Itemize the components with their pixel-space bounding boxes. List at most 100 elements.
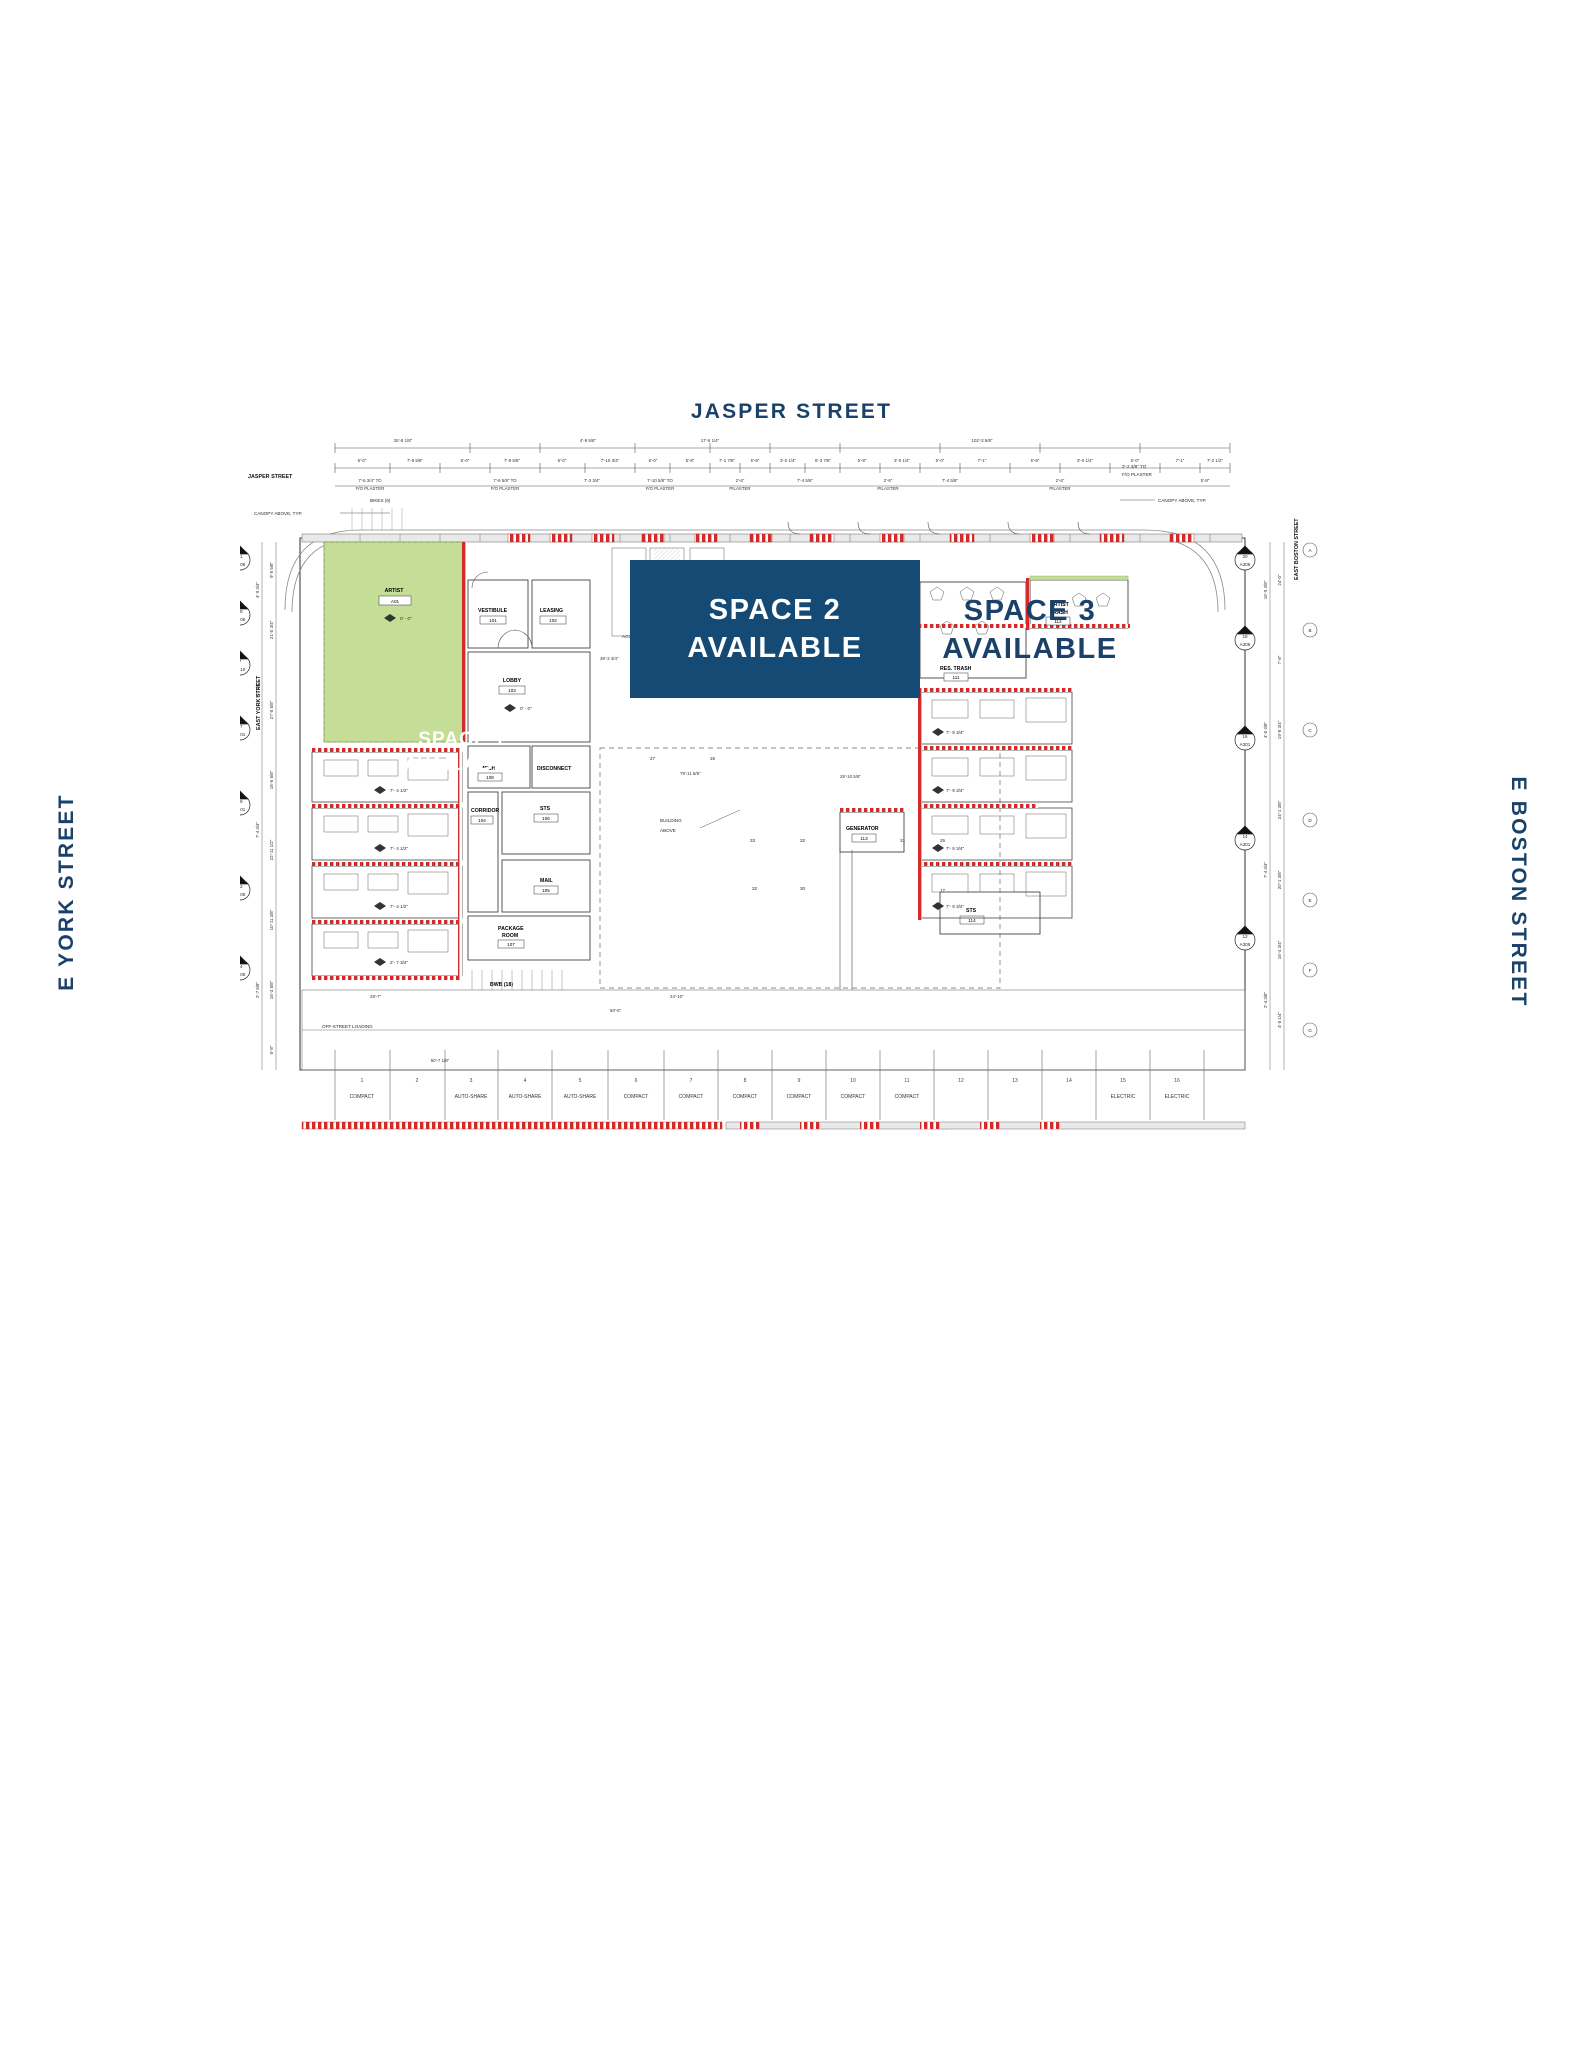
svg-text:A210: A210 (240, 667, 246, 672)
svg-text:7'-9 5/8": 7'-9 5/8" (504, 458, 521, 463)
svg-text:4'-9 3/4": 4'-9 3/4" (255, 582, 260, 599)
svg-text:22'-11 1/2": 22'-11 1/2" (269, 839, 274, 860)
svg-text:2'-4 3/8": 2'-4 3/8" (1263, 992, 1268, 1009)
svg-text:A301: A301 (240, 807, 246, 812)
svg-text:A301: A301 (1240, 842, 1251, 847)
room-label-mail: MAIL (540, 878, 554, 884)
svg-text:4'-0 3/8": 4'-0 3/8" (1263, 722, 1268, 739)
parking-stall-row (334, 1050, 1205, 1120)
svg-text:4: 4 (524, 1078, 527, 1084)
svg-text:7'-10 5/8" TO: 7'-10 5/8" TO (647, 478, 673, 483)
svg-text:7'-1": 7'-1" (978, 458, 987, 463)
dimension-text-row-2: 6'-0" 7'-9 5/8" 6'-0" 7'-9 5/8" 6'-0" 7'… (358, 458, 1224, 463)
room-label-artist-trash: ARTIST (1050, 602, 1070, 608)
svg-text:27'-5 5/8": 27'-5 5/8" (269, 700, 274, 719)
svg-text:F/O PLASTER: F/O PLASTER (1122, 472, 1153, 477)
svg-text:14: 14 (1066, 1078, 1072, 1084)
svg-text:A305: A305 (1240, 942, 1251, 947)
svg-text:7'-6 5/8" TO: 7'-6 5/8" TO (493, 478, 517, 483)
svg-text:COMPACT: COMPACT (679, 1094, 704, 1100)
svg-text:15: 15 (1120, 1078, 1126, 1084)
svg-text:A306: A306 (240, 562, 246, 567)
svg-text:0' - 0": 0' - 0" (520, 706, 532, 711)
room-label-artist: ARTIST (385, 588, 405, 594)
svg-text:7'- 4 1/2": 7'- 4 1/2" (390, 846, 408, 851)
note-pilaster-right: 2'-2 3/8" TO (1122, 464, 1147, 469)
svg-text:COMPACT: COMPACT (895, 1094, 920, 1100)
svg-text:5'-8": 5'-8" (751, 458, 760, 463)
left-residential-units: 7'- 4 1/2" 7'- 4 1/2" 7'- 4 1/2" 2'- 7 3… (311, 748, 463, 980)
svg-text:19: 19 (240, 799, 243, 804)
svg-text:B: B (1308, 628, 1311, 633)
svg-text:ELECTRIC: ELECTRIC (1111, 1094, 1136, 1100)
space-1-line2: AVAILABLE (404, 753, 520, 775)
room-number-leasing: 102 (549, 618, 557, 623)
svg-text:5'-8": 5'-8" (1201, 478, 1210, 483)
parking-stall-labels: COMPACT AUTO-SHARE AUTO-SHARE AUTO-SHARE… (350, 1094, 1190, 1100)
svg-text:30: 30 (800, 886, 806, 891)
svg-text:106: 106 (542, 816, 550, 821)
svg-text:7'-9 5/8": 7'-9 5/8" (407, 458, 424, 463)
inner-street-label-east-york: EAST YORK STREET (256, 675, 262, 730)
inner-street-label-jasper: JASPER STREET (248, 474, 293, 480)
svg-text:COMPACT: COMPACT (733, 1094, 758, 1100)
svg-text:18: 18 (1242, 634, 1248, 639)
svg-text:F: F (1309, 968, 1312, 973)
svg-text:12: 12 (958, 1078, 964, 1084)
svg-text:3'-0 1/4": 3'-0 1/4" (1077, 458, 1094, 463)
svg-text:17: 17 (940, 888, 946, 893)
svg-text:50'-7 1/8": 50'-7 1/8" (431, 1058, 450, 1063)
svg-text:7'-6 3/4" TO: 7'-6 3/4" TO (358, 478, 382, 483)
svg-text:16: 16 (1242, 734, 1248, 739)
svg-text:6'-0": 6'-0" (461, 458, 470, 463)
svg-text:20'-1 3/8": 20'-1 3/8" (1277, 870, 1282, 889)
svg-text:4'-5 1/4": 4'-5 1/4" (1277, 1012, 1282, 1029)
svg-text:F/O PLASTER: F/O PLASTER (646, 486, 675, 491)
svg-text:108: 108 (486, 775, 494, 780)
svg-text:A306: A306 (1240, 642, 1251, 647)
svg-text:COMPACT: COMPACT (624, 1094, 649, 1100)
svg-text:4'-9 5/8": 4'-9 5/8" (580, 438, 597, 443)
svg-text:24'-0": 24'-0" (1277, 574, 1282, 586)
svg-text:16: 16 (1174, 1078, 1180, 1084)
street-label-top: JASPER STREET (690, 400, 893, 423)
svg-text:6'-0": 6'-0" (358, 458, 367, 463)
svg-text:A305: A305 (240, 972, 246, 977)
elevation-tag-artist: 0' - 0" (400, 616, 412, 621)
svg-text:7: 7 (690, 1078, 693, 1084)
svg-text:17: 17 (240, 724, 243, 729)
svg-text:7'-4 5/8": 7'-4 5/8" (942, 478, 959, 483)
svg-text:7'-8": 7'-8" (1277, 655, 1282, 664)
svg-text:7'-4 3/4": 7'-4 3/4" (255, 822, 260, 839)
svg-text:2'-7 5/8": 2'-7 5/8" (255, 982, 260, 999)
svg-text:5'-8": 5'-8" (686, 458, 695, 463)
svg-text:7'-4 5/8": 7'-4 5/8" (797, 478, 814, 483)
space-2-availability-label: SPACE 2 AVAILABLE (630, 560, 920, 698)
svg-text:32: 32 (752, 886, 758, 891)
svg-text:5'-8": 5'-8" (858, 458, 867, 463)
street-label-right: E BOSTON STREET (1507, 776, 1530, 1008)
inner-street-label-east-boston: EAST BOSTON STREET (1294, 518, 1300, 580)
room-number-artist: A01 (391, 599, 400, 604)
room-label-sts: STS (540, 806, 551, 812)
room-label-vestibule: VESTIBULE (478, 608, 508, 614)
svg-text:27: 27 (650, 756, 656, 761)
svg-text:5'-8": 5'-8" (1031, 458, 1040, 463)
room-label-package-room: PACKAGE (498, 926, 524, 932)
svg-text:ROOM: ROOM (502, 933, 518, 939)
svg-text:11: 11 (904, 1078, 909, 1084)
svg-text:8: 8 (744, 1078, 747, 1084)
svg-text:7'- 9 3/4": 7'- 9 3/4" (946, 904, 964, 909)
svg-text:2'-6": 2'-6" (884, 478, 893, 483)
svg-text:A305: A305 (240, 892, 246, 897)
svg-text:14: 14 (1242, 834, 1248, 839)
svg-text:PILASTER: PILASTER (729, 486, 750, 491)
svg-text:7'-3 3/4": 7'-3 3/4" (584, 478, 601, 483)
detail-bubble: 21 A306 28 A306 7 A210 17 A301 19 A301 (240, 545, 1256, 981)
note-bikes: BIKES (6) (370, 498, 391, 503)
svg-text:10: 10 (850, 1078, 856, 1084)
svg-text:2'-6": 2'-6" (736, 478, 745, 483)
room-label-corridor: CORRIDOR (471, 808, 499, 814)
svg-text:7'- 9 3/4": 7'- 9 3/4" (946, 788, 964, 793)
svg-text:6'-8": 6'-8" (269, 1045, 274, 1054)
